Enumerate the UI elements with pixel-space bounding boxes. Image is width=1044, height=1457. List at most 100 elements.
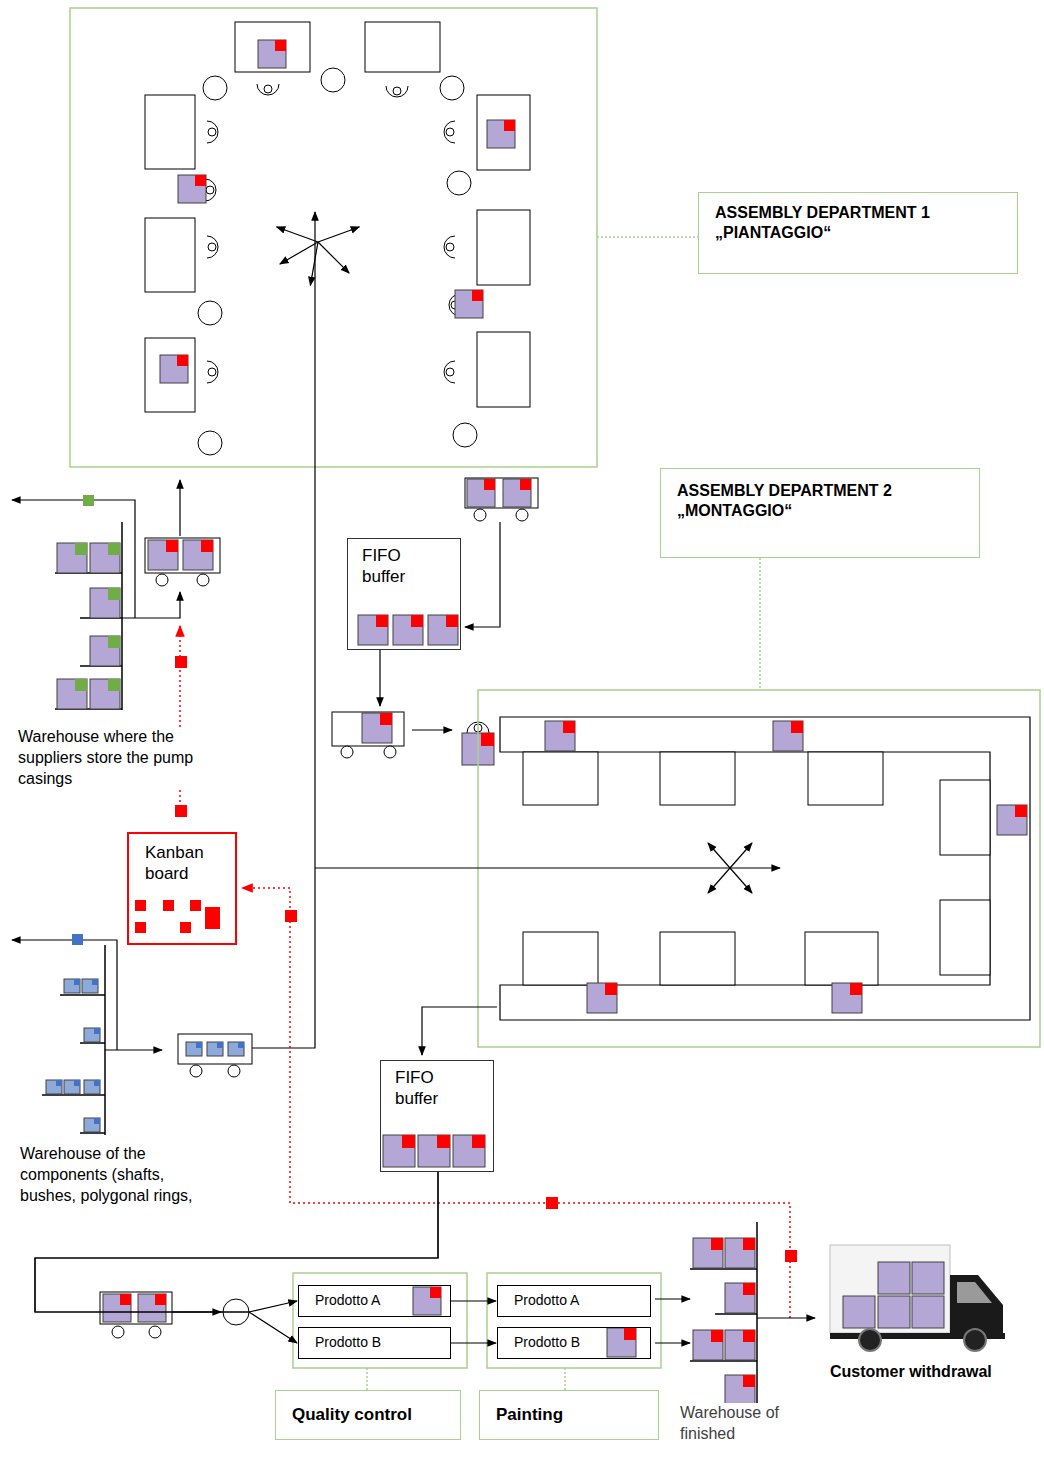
process-box: Prodotto B: [497, 1327, 651, 1359]
operator-chair: [207, 361, 218, 383]
pump-casing: [725, 1238, 755, 1268]
component-item: [228, 1042, 244, 1056]
pump-casing: [413, 1287, 441, 1315]
pump-casing: [418, 1135, 450, 1167]
pump-casing: [103, 1294, 131, 1322]
work-table: [660, 752, 735, 805]
part-tag: [472, 290, 483, 301]
shelf-rack: [121, 522, 123, 710]
pump-casing: [138, 1294, 166, 1322]
pump-casing: [832, 983, 862, 1013]
cart-wheel: [149, 1326, 161, 1338]
cart-wheel: [190, 1065, 202, 1077]
warehouse-label: Warehouse of the components (shafts, bus…: [20, 1144, 220, 1206]
pump-casing: [428, 615, 458, 645]
operator-circle: [447, 171, 471, 195]
operator-circle: [321, 68, 345, 92]
flow-connector: [451, 1342, 496, 1343]
component-tag: [238, 1042, 244, 1048]
pump-casing: [383, 1135, 415, 1167]
part-tag: [108, 636, 120, 648]
flow-line: [465, 522, 500, 627]
truck-cab: [950, 1275, 1003, 1336]
node-text: Quality control: [292, 1404, 444, 1425]
work-table: [940, 780, 990, 855]
cart-wheel: [384, 746, 396, 758]
part-tag: [380, 713, 392, 725]
shelf-rack: [104, 945, 106, 1135]
process-area: [293, 1273, 467, 1368]
part-tag: [743, 1238, 755, 1250]
pump-casing: [607, 1328, 636, 1357]
operator-chair: [207, 236, 218, 258]
flow-line: [379, 650, 380, 706]
node-text: Painting: [496, 1404, 642, 1425]
component-item: [84, 1080, 100, 1094]
flow-line: [105, 1049, 162, 1050]
flow-line: [315, 867, 780, 868]
cart-wheel: [516, 509, 528, 521]
part-tag: [75, 543, 87, 555]
operator-circle: [453, 423, 477, 447]
part-tag: [411, 615, 423, 627]
callout-box: ASSEMBLY DEPARTMENT 1 „PIANTAGGIO“: [698, 192, 1018, 274]
flow-line: [12, 500, 135, 618]
pump-casing: [160, 355, 188, 383]
kanban-card: [785, 1250, 797, 1262]
cart-wheel: [197, 574, 209, 586]
node-text: Prodotto B: [514, 1334, 634, 1352]
work-table: [660, 932, 735, 985]
flow-connector: [451, 1300, 496, 1301]
pump-casing: [725, 1330, 755, 1360]
kanban-card: [205, 907, 220, 929]
finished-pump: [843, 1296, 875, 1328]
operator-circle: [198, 301, 222, 325]
flow-line: [412, 729, 452, 730]
pump-casing: [90, 543, 120, 573]
part-tag: [195, 175, 206, 186]
work-table: [523, 932, 598, 985]
operator-chair: [386, 86, 408, 97]
part-tag: [402, 1135, 415, 1148]
part-tag: [166, 540, 178, 552]
component-tag: [92, 979, 98, 985]
flow-line: [757, 1317, 815, 1318]
transport-cart: [465, 478, 538, 508]
operator-circle: [203, 76, 227, 100]
movement-arrow: [280, 242, 318, 264]
operator-chair: [257, 84, 279, 95]
node-text: Prodotto B: [315, 1334, 434, 1352]
kanban-card: [175, 656, 187, 668]
pump-casing: [455, 290, 483, 318]
operator-chair: [205, 179, 216, 201]
movement-arrow: [277, 227, 318, 242]
node-text: Prodotto A: [514, 1292, 634, 1310]
pump-casing: [358, 615, 388, 645]
kanban-card: [175, 805, 187, 817]
pump-casing: [57, 543, 87, 573]
pump-casing: [725, 1283, 755, 1313]
finished-pump: [878, 1262, 910, 1294]
part-tag: [155, 1294, 166, 1305]
pump-casing: [587, 983, 617, 1013]
finished-pump: [878, 1296, 910, 1328]
component-item: [186, 1042, 202, 1056]
component-tag: [94, 1028, 100, 1034]
callout-leader: [597, 236, 698, 238]
pump-casing: [773, 721, 803, 751]
part-tag: [624, 1328, 636, 1340]
finished-pump: [912, 1296, 944, 1328]
buffer-box: FIFO buffer: [380, 1060, 494, 1172]
operator-circle: [198, 431, 222, 455]
component-tag: [74, 979, 80, 985]
warehouse-label: Warehouse of finished: [680, 1403, 798, 1445]
part-tag: [504, 120, 515, 131]
component-tag: [74, 1080, 80, 1086]
flow-line: [122, 592, 180, 618]
component-tag: [94, 1118, 100, 1124]
process-area: [487, 1273, 661, 1368]
part-tag: [108, 588, 120, 600]
process-box: Prodotto B: [298, 1327, 451, 1359]
truck-body: [830, 1245, 950, 1333]
pump-casing: [178, 175, 206, 203]
